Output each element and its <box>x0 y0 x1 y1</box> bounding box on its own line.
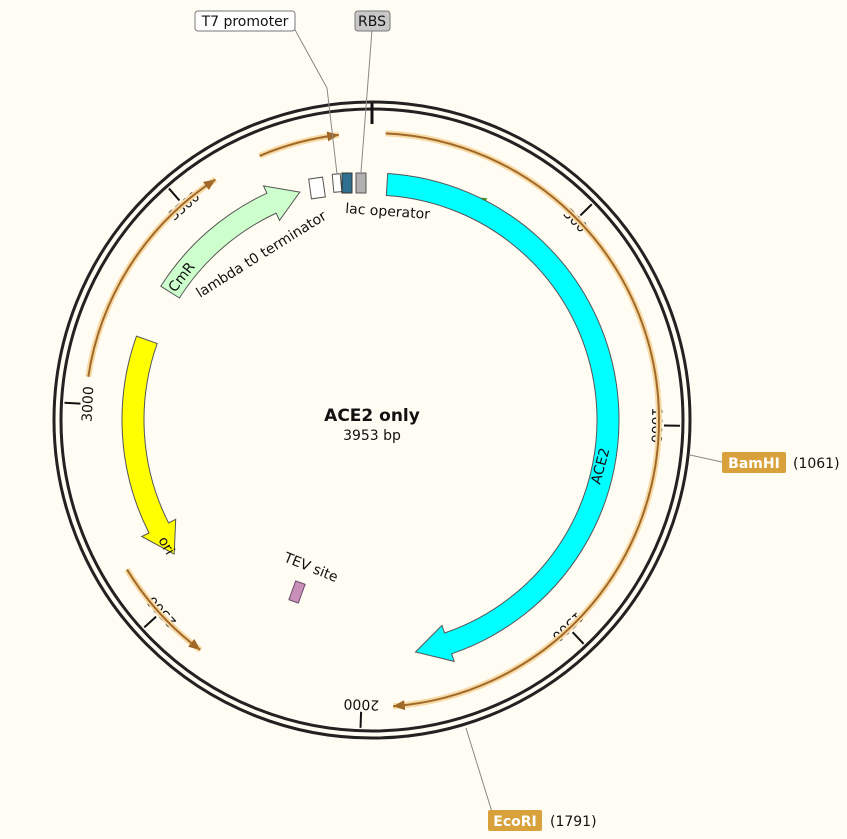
tick-mark-2000 <box>359 711 363 728</box>
rbs-leader <box>360 29 373 173</box>
tick-label-3000: 3000 <box>79 386 97 422</box>
feature-layer <box>121 172 620 663</box>
backbone-outer-ring <box>52 100 692 740</box>
lambda-t0-terminator-box[interactable] <box>308 176 326 200</box>
lac-operator-box[interactable] <box>341 172 353 194</box>
rbs-label: RBS <box>358 14 386 30</box>
bamhi-label-box[interactable] <box>722 452 786 473</box>
t7-promoter-label: T7 promoter <box>201 14 289 30</box>
ecori-label: EcoRI <box>493 814 536 830</box>
t7-promoter-leader-2 <box>326 87 338 175</box>
map-title: ACE2 only <box>324 406 420 426</box>
orf-arc-top-left[interactable] <box>258 131 340 159</box>
tick-mark-3000 <box>64 401 81 405</box>
bamhi-label: BamHI <box>728 456 780 472</box>
ace2-feature-arrow[interactable] <box>385 172 620 663</box>
orf-arc-bottom-left[interactable] <box>124 567 203 653</box>
tick-mark-2500 <box>143 615 157 629</box>
t7-promoter-leader <box>293 27 328 89</box>
ori-feature-arrow[interactable] <box>121 335 177 555</box>
tev-site-feature[interactable] <box>288 580 306 604</box>
tick-mark-500 <box>579 203 593 217</box>
ori-label: ori <box>155 534 178 558</box>
t7-promoter-box[interactable] <box>331 173 343 193</box>
rbs-label-box[interactable] <box>354 10 391 32</box>
orf-arc-outer-right[interactable] <box>385 130 662 711</box>
bamhi-position: (1061) <box>793 456 840 472</box>
t7-promoter-label-box[interactable] <box>194 10 296 32</box>
tev-site-label: TEV site <box>281 549 341 585</box>
tick-mark-1500 <box>571 631 585 645</box>
ecori-position: (1791) <box>550 814 597 830</box>
ecori-label-box[interactable] <box>488 810 542 831</box>
orf-arc-left[interactable] <box>85 176 218 378</box>
ecori-leader <box>465 727 493 813</box>
tick-label-2000: 2000 <box>343 695 379 712</box>
bamhi-leader <box>689 454 723 463</box>
rbs-box[interactable] <box>355 172 367 194</box>
lac-operator-label: lac operator <box>345 201 431 223</box>
map-length: 3953 bp <box>343 428 401 444</box>
tick-mark-3500 <box>168 187 181 202</box>
cmr-feature-arrow[interactable] <box>160 185 301 299</box>
